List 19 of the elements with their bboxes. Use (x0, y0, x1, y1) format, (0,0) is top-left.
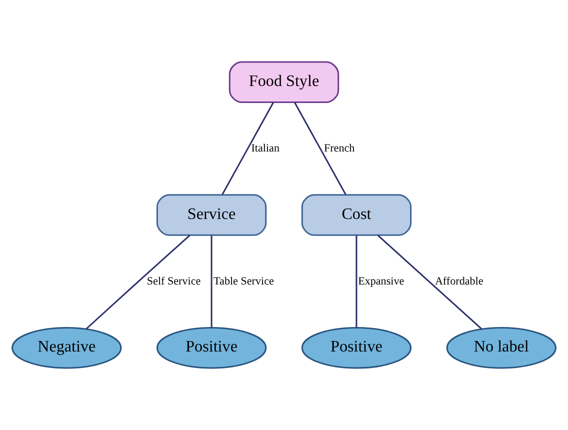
connector (222, 102, 274, 195)
connector (356, 235, 358, 328)
node-ellipse: Negative (12, 326, 122, 369)
node-ellipse: No label (446, 326, 556, 369)
node-box: Food Style (228, 61, 340, 104)
edge-label: Table Service (214, 275, 274, 288)
node-ellipse: Positive (156, 326, 267, 369)
edge-label: French (324, 142, 355, 154)
node-ellipse: Positive (301, 326, 412, 369)
edge-label: Expansive (358, 275, 404, 288)
connector (377, 234, 482, 330)
node-box: Cost (301, 194, 412, 236)
connector (294, 102, 346, 195)
edge-label: Self Service (146, 275, 201, 288)
connector (210, 235, 212, 328)
edge-label: Italian (251, 142, 280, 154)
edge-label: Affordable (434, 275, 484, 288)
connector (86, 234, 190, 330)
node-box: Service (156, 194, 267, 236)
